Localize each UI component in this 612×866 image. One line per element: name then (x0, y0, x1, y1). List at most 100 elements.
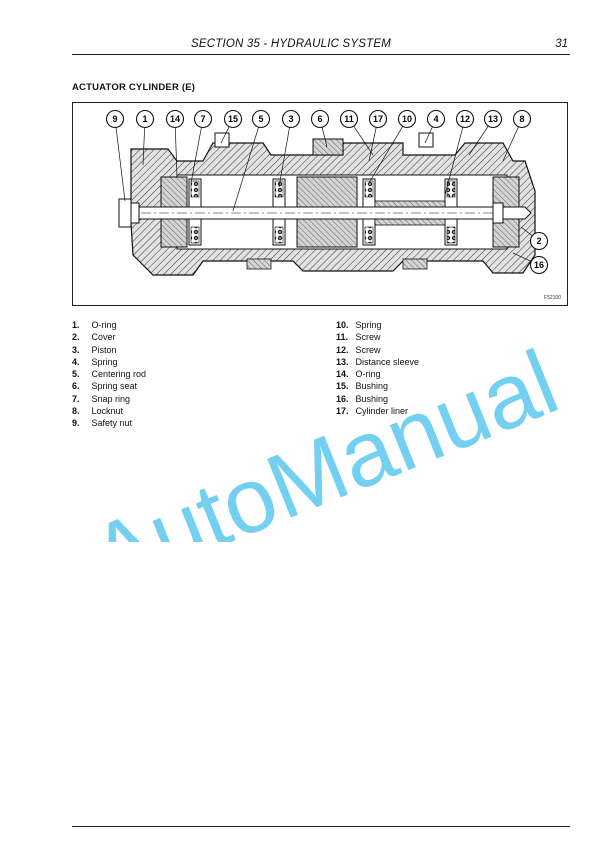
watermark-text: AutoManual (78, 331, 571, 542)
legend-item: 2. Cover (72, 331, 146, 343)
page-number: 31 (555, 38, 568, 50)
legend-item-label: Distance sleeve (353, 356, 420, 367)
callout-number: 1 (142, 114, 147, 124)
callout-circle (165, 109, 185, 129)
callout-number: 2 (536, 236, 541, 246)
callout-number: 12 (460, 114, 470, 124)
legend-item-label: Piston (89, 344, 117, 355)
legend-item-number: 2. (72, 332, 80, 343)
legend-item-label: O-ring (89, 320, 117, 330)
legend-item: 15. Bushing (336, 380, 419, 392)
callout-number: 3 (288, 114, 293, 124)
callout-leader-line (114, 118, 126, 202)
legend-item-label: Cover (89, 332, 116, 343)
legend-item: 3. Piston (72, 344, 146, 356)
callout-circle (512, 109, 532, 129)
callout-circle (529, 231, 549, 251)
footer-rule (72, 826, 570, 827)
legend-item-label: Bushing (353, 393, 389, 404)
legend-item-number: 6. (72, 381, 80, 392)
legend-item: 11. Screw (336, 331, 419, 343)
callout-number: 9 (112, 114, 117, 124)
callout-number: 7 (200, 114, 205, 124)
callout-circle (223, 109, 243, 129)
legend-item-number: 13. (336, 356, 349, 367)
legend-item-label: Cylinder liner (353, 406, 409, 417)
legend-item-label: Centering rod (89, 369, 147, 380)
legend-item: 14. O-ring (336, 368, 419, 380)
legend-item-label: Spring (89, 356, 118, 367)
callout-number: 15 (228, 114, 238, 124)
legend-item: 16. Bushing (336, 393, 419, 405)
legend-item-number: 5. (72, 369, 80, 380)
callout-leader-line (232, 118, 262, 212)
callout-circle (397, 109, 417, 129)
legend-item: 12. Screw (336, 344, 419, 356)
legend-item-number: 17. (336, 406, 349, 417)
legend-item-label: Spring (353, 320, 382, 330)
section-heading: ACTUATOR CYLINDER (E) (72, 82, 196, 93)
section-title: SECTION 35 - HYDRAULIC SYSTEM (190, 38, 392, 50)
callout-number: 10 (402, 114, 412, 124)
callout-leader-line (278, 118, 292, 188)
legend-item-label: Spring seat (89, 381, 138, 392)
legend-item-number: 10. (336, 320, 349, 330)
callout-circle (455, 109, 475, 129)
callout-circle (251, 109, 271, 129)
legend-item-number: 16. (336, 393, 349, 404)
callout-number: 8 (519, 114, 524, 124)
figure-code: F52100 (544, 295, 561, 301)
page-header: SECTION 35 - HYDRAULIC SYSTEM 31 (72, 36, 570, 55)
callout-circle (426, 109, 446, 129)
legend-item-number: 12. (336, 344, 349, 355)
callout-leader-line (368, 118, 408, 184)
legend-item-number: 9. (72, 418, 80, 429)
callout-circle (193, 109, 213, 129)
legend-item: 5. Centering rod (72, 368, 146, 380)
legend-item: 10. Spring (336, 319, 419, 331)
legend-item-number: 1. (72, 320, 80, 330)
callout-number: 17 (373, 114, 383, 124)
legend-item: 4. Spring (72, 356, 146, 368)
legend-item-label: Locknut (89, 406, 124, 417)
legend-item: 1. O-ring (72, 319, 146, 331)
callout-circle (310, 109, 330, 129)
legend-item-label: Safety nut (89, 418, 133, 429)
callout-number: 4 (433, 114, 438, 124)
legend-item: 6. Spring seat (72, 380, 146, 392)
legend-item-number: 15. (336, 381, 349, 392)
legend-item: 7. Snap ring (72, 393, 146, 405)
legend-item: 13. Distance sleeve (336, 356, 419, 368)
callout-circle (483, 109, 503, 129)
legend-item-number: 8. (72, 406, 80, 417)
callout-leader-line (444, 118, 466, 196)
legend-item-label: O-ring (353, 369, 381, 380)
legend-item-number: 3. (72, 344, 80, 355)
legend-item-label: Screw (353, 332, 381, 343)
callout-circle (105, 109, 125, 129)
callout-number: 13 (488, 114, 498, 124)
legend-item: 9. Safety nut (72, 417, 146, 429)
cylinder-body (118, 132, 536, 276)
callout-circle (135, 109, 155, 129)
callout-circle (339, 109, 359, 129)
legend-item: 8. Locknut (72, 405, 146, 417)
callout-circle (529, 255, 549, 275)
callout-number: 11 (344, 114, 354, 124)
callout-leader-line (174, 118, 178, 178)
legend-item: 17. Cylinder liner (336, 405, 419, 417)
legend-item-number: 4. (72, 356, 80, 367)
legend-item-number: 7. (72, 393, 80, 404)
callout-leader-line (190, 118, 204, 184)
callout-number: 5 (258, 114, 263, 124)
callout-number: 16 (534, 260, 544, 270)
callout-number: 14 (170, 114, 180, 124)
legend-item-label: Screw (353, 344, 381, 355)
legend-item-label: Bushing (353, 381, 389, 392)
legend-item-number: 11. (336, 332, 349, 343)
